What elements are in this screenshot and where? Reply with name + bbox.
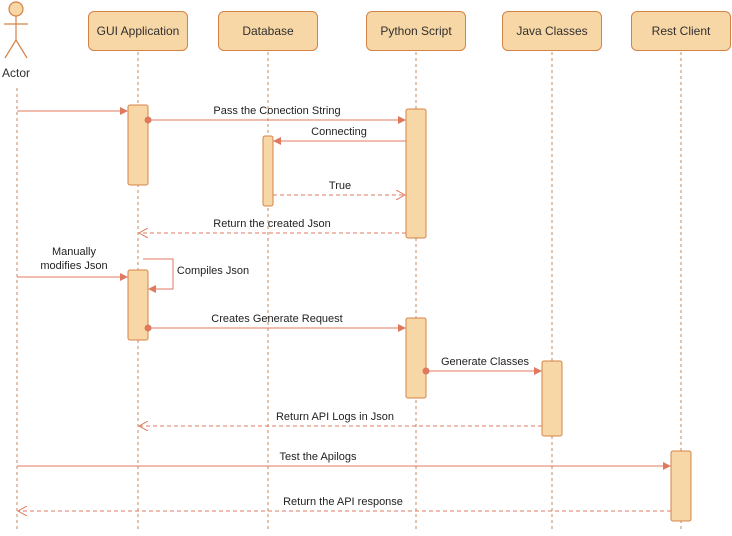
label-return-response: Return the API response <box>283 496 403 508</box>
label-return-logs: Return API Logs in Json <box>275 411 395 423</box>
label-gen-classes: Generate Classes <box>440 356 530 368</box>
label-test: Test the Apilogs <box>279 451 357 463</box>
label-true: True <box>328 180 352 192</box>
actor-label: Actor <box>2 66 31 80</box>
label-pass-conn: Pass the Conection String <box>213 105 341 117</box>
activation-py-1 <box>405 108 427 239</box>
actor-figure <box>4 1 28 59</box>
arrow-compiles-self <box>143 258 174 293</box>
activation-rest-1 <box>670 450 692 522</box>
start-dot-creates-req <box>144 324 152 332</box>
activation-gui-2 <box>127 269 149 341</box>
start-dot-gen-classes <box>422 367 430 375</box>
label-creates-req: Creates Generate Request <box>211 313 343 325</box>
activation-py-2 <box>405 317 427 399</box>
label-manual-modify-line2: modifies Json <box>40 260 108 272</box>
participant-py: Python Script <box>366 11 466 51</box>
activation-java-1 <box>541 360 563 437</box>
label-connecting: Connecting <box>311 126 367 138</box>
label-manual-modify: Manually modifies Json <box>30 245 118 273</box>
activation-db-1 <box>262 135 274 207</box>
start-dot-pass-conn <box>144 116 152 124</box>
activation-gui-1 <box>127 104 149 186</box>
participant-gui: GUI Application <box>88 11 188 51</box>
participant-java: Java Classes <box>502 11 602 51</box>
participant-db: Database <box>218 11 318 51</box>
participant-rest: Rest Client <box>631 11 731 51</box>
label-compiles: Compiles Json <box>176 265 250 277</box>
label-return-json: Return the created Json <box>213 218 331 230</box>
label-manual-modify-line1: Manually <box>51 246 97 258</box>
